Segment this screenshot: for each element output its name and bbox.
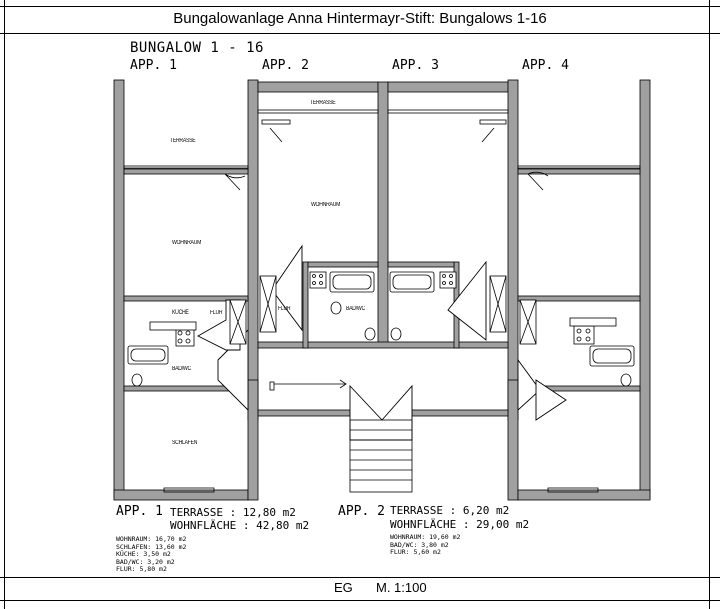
summary-app1-details: WOHNRAUM: 16,70 m2 SCHLAFEN: 13,60 m2 KÜ… [116,535,187,574]
room-label-wohnraum-2: WOHNRAUM [311,202,341,208]
room-label-terrasse-1: TERRASSE [170,138,196,144]
apartment-label-2: APP. 2 [262,58,309,73]
window-group [123,109,641,493]
room-label-terrasse-2: TERRASSE [310,100,336,106]
summary-app2-label: APP. 2 [338,504,385,519]
detail-line: BAD/WC: 3,80 m2 [390,540,449,549]
room-label-bad-2: BAD/WC [346,306,365,312]
detail-line: SCHLAFEN: 13,60 m2 [116,542,187,551]
apartment-label-4: APP. 4 [522,58,569,73]
room-label-flur-1: FLUR [210,310,223,316]
detail-line: FLUR: 5,60 m2 [390,548,441,557]
plan-title: BUNGALOW 1 - 16 [130,40,264,56]
footer-top-rule [0,577,720,578]
fixture-group [127,271,635,387]
apartment-label-3: APP. 3 [392,58,439,73]
closet-group [229,275,537,345]
detail-line: BAD/WC: 3,20 m2 [116,557,175,566]
footer-bottom-rule [0,600,720,601]
detail-line: FLUR: 5,80 m2 [116,565,167,574]
detail-line: WOHNRAUM: 19,60 m2 [390,533,461,541]
summary-app2-details: WOHNRAUM: 19,60 m2 BAD/WC: 3,80 m2 FLUR:… [390,533,461,557]
floor-label: EG [334,580,353,595]
summary-app1-label: APP. 1 [116,504,163,519]
frame-right-rule [709,0,710,609]
frame-left-rule [4,0,5,609]
detail-line: KÜCHE: 3,50 m2 [116,550,171,559]
room-label-flur-2: FLUR [278,306,291,312]
room-label-wohnraum-1: WOHNRAUM [172,240,202,246]
entrance-group [269,379,413,493]
page-title: Bungalowanlage Anna Hintermayr-Stift: Bu… [173,10,547,27]
room-label-kueche-1: KÜCHE [172,310,189,316]
apartment-label-1: APP. 1 [130,58,177,73]
detail-line: WOHNRAUM: 16,70 m2 [116,535,187,543]
header-top-rule [0,6,720,7]
flur-arrow-group [197,244,567,441]
summary-app2-wohnflaeche: WOHNFLÄCHE : 29,00 m2 [390,518,530,531]
summary-app2-terrasse: TERRASSE : 6,20 m2 [390,504,510,517]
scale-label: M. 1:100 [376,580,427,595]
room-label-schlafen-1: SCHLAFEN [172,440,198,446]
header-bottom-rule [0,33,720,34]
room-label-bad-1: BAD/WC [172,366,191,372]
summary-app1-terrasse: TERRASSE : 12,80 m2 [170,506,296,519]
summary-app1-wohnflaeche: WOHNFLÄCHE : 42,80 m2 [170,519,310,532]
door-group [224,127,549,191]
